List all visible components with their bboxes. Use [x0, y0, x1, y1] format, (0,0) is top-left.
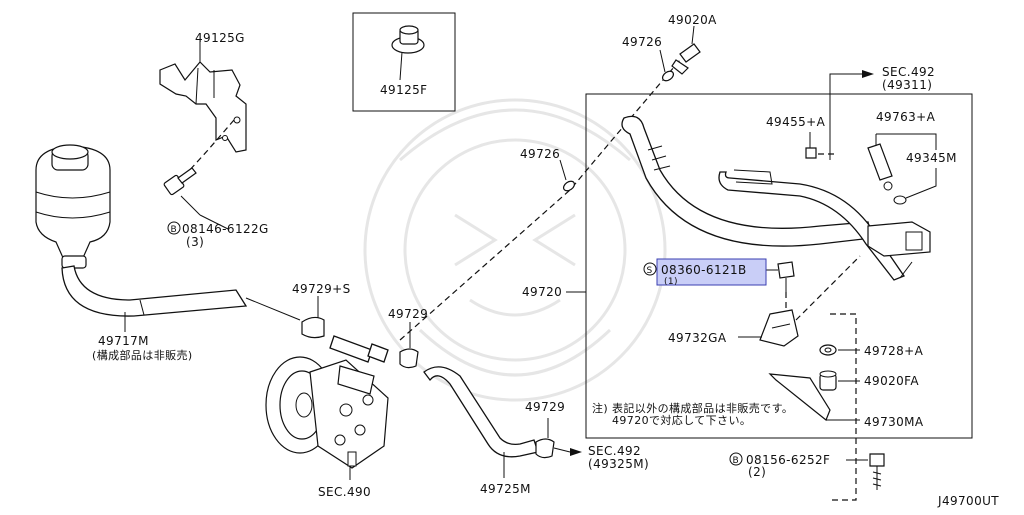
- label-49125G[interactable]: 49125G: [195, 31, 245, 45]
- leader-08146-b: [199, 214, 229, 230]
- hose-49720-band-c: [653, 165, 671, 171]
- assembly-box-49720: [585, 93, 973, 439]
- hose-joint-upper: [329, 335, 389, 363]
- bolt-49020A: [671, 43, 701, 75]
- label-49345M[interactable]: 49345M: [906, 151, 957, 165]
- label-49729S[interactable]: 49729+S: [292, 282, 351, 296]
- diagram-id: J49700UT: [937, 494, 999, 508]
- hose-49720-band-a: [647, 145, 663, 151]
- highlight-08360[interactable]: [656, 258, 767, 286]
- label-49726a[interactable]: 49726: [622, 35, 662, 49]
- note-line-2: 49720で対応して下さい。: [612, 413, 751, 427]
- washer-49726b: [562, 180, 576, 192]
- label-sec490[interactable]: SEC.490: [318, 485, 371, 499]
- label-08360-qty: (1): [664, 277, 678, 287]
- bolt-08146-6122G: [163, 167, 197, 196]
- grommet-49728A: [819, 344, 837, 356]
- label-49720[interactable]: 49720: [522, 285, 562, 299]
- pipe-end: [899, 261, 913, 279]
- label-sec492-bottom-sub: (49325M): [588, 457, 649, 471]
- label-49725M[interactable]: 49725M: [480, 482, 531, 496]
- bolt-08156-6252F: [869, 453, 885, 490]
- hose-49717M-end: [245, 297, 301, 321]
- dash-49732GA: [795, 255, 861, 321]
- pipe-49720: [718, 171, 905, 281]
- label-08146-qty: (3): [186, 235, 204, 249]
- spacer-49020FA: [819, 370, 837, 391]
- label-08360-6121B[interactable]: 08360-6121B: [661, 263, 747, 277]
- clip-49455A: [805, 147, 817, 159]
- clamp-49729b: [535, 438, 555, 459]
- washer-49726a: [661, 70, 675, 82]
- svg-text:B: B: [733, 456, 740, 466]
- leader-49726b: [559, 159, 567, 181]
- b-marker-08146: B: [167, 221, 181, 235]
- sensor-49763A: [867, 143, 893, 191]
- leader-49763A: [875, 133, 937, 150]
- label-49020A[interactable]: 49020A: [668, 13, 717, 27]
- oring-49345M: [893, 195, 907, 205]
- label-49125F[interactable]: 49125F: [380, 83, 427, 97]
- svg-text:S: S: [647, 266, 653, 276]
- label-sec492-top-sub: (49311): [882, 78, 932, 92]
- leader-49726a: [659, 49, 666, 73]
- label-49729a[interactable]: 49729: [388, 307, 428, 321]
- label-49732GA[interactable]: 49732GA: [668, 331, 727, 345]
- s-marker-08360: S: [643, 262, 657, 276]
- label-49730MA[interactable]: 49730MA: [864, 415, 924, 429]
- inset-box-49125F: [352, 12, 456, 112]
- dash-pump-to-bolt: [399, 59, 681, 341]
- label-49717M[interactable]: 49717M: [98, 334, 149, 348]
- leader-08146: [180, 195, 201, 216]
- arrow-line-sec492-top: [829, 73, 862, 160]
- bolt-08360-6121B: [777, 261, 795, 292]
- dash-bolt-08146: [187, 119, 235, 173]
- clamp-49729S: [301, 316, 325, 339]
- label-49763A[interactable]: 49763+A: [876, 110, 936, 124]
- label-49020FA[interactable]: 49020FA: [864, 374, 919, 388]
- reservoir-tank: [35, 144, 111, 269]
- label-49726b[interactable]: 49726: [520, 147, 560, 161]
- label-49729b[interactable]: 49729: [525, 400, 565, 414]
- clamp-49729a: [399, 348, 419, 369]
- power-steering-pump: [265, 356, 389, 469]
- dash-bracket-column: [830, 313, 857, 501]
- cap-49125F: [391, 25, 425, 54]
- hose-49717M: [61, 265, 248, 317]
- arrow-line-sec492-bottom: [553, 447, 571, 453]
- hose-49720-band-b: [651, 155, 667, 161]
- connector-block: [867, 221, 931, 257]
- leader-49345M: [905, 168, 937, 199]
- label-sec492-top[interactable]: SEC.492: [882, 65, 935, 79]
- bracket-49125G: [159, 61, 247, 153]
- label-08156-6252F[interactable]: 08156-6252F: [746, 453, 830, 467]
- label-08156-qty: (2): [748, 465, 766, 479]
- label-sec492-bottom[interactable]: SEC.492: [588, 444, 641, 458]
- b-marker-08156: B: [729, 452, 743, 466]
- svg-text:B: B: [171, 225, 178, 235]
- label-49728A[interactable]: 49728+A: [864, 344, 924, 358]
- bracket-49732GA: [759, 309, 799, 347]
- arrow-sec492-bottom-icon: [570, 448, 582, 456]
- hose-49717M-band: [139, 299, 145, 316]
- leader-49020A: [691, 25, 695, 45]
- label-08146-6122G[interactable]: 08146-6122G: [182, 222, 269, 236]
- label-49717M-note: (構成部品は非販売): [92, 348, 193, 362]
- arrow-sec492-top-icon: [862, 70, 874, 78]
- leader-49125F: [399, 51, 403, 81]
- label-49455A[interactable]: 49455+A: [766, 115, 826, 129]
- pipe-fitting: [733, 169, 773, 185]
- note-line-1: 注) 表記以外の構成部品は非販売です。: [592, 401, 793, 415]
